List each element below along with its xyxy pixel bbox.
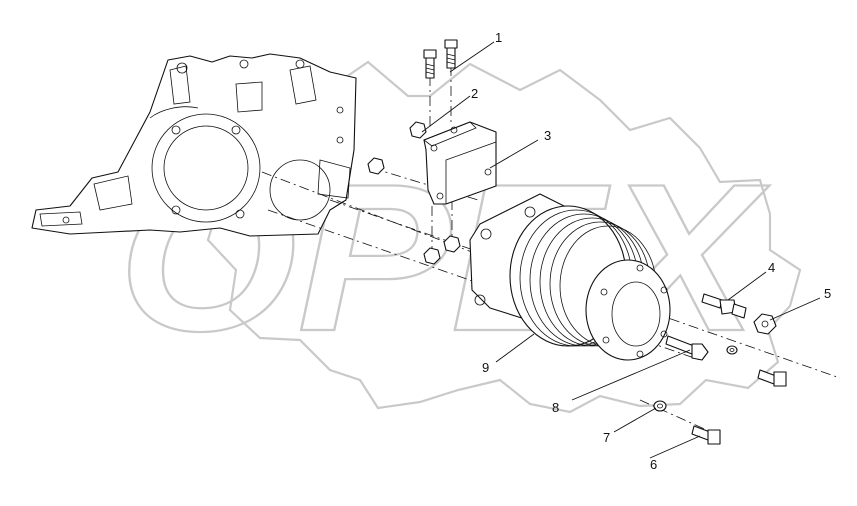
nut bbox=[367, 157, 385, 175]
bolt bbox=[423, 49, 437, 79]
nuts-2 bbox=[367, 121, 461, 265]
callout-3: 3 bbox=[544, 128, 551, 143]
nut bbox=[443, 235, 461, 253]
stud-4 bbox=[701, 293, 747, 319]
callout-8: 8 bbox=[552, 400, 559, 415]
bolts-1 bbox=[423, 39, 458, 79]
nut-5 bbox=[753, 313, 777, 335]
callout-6: 6 bbox=[650, 457, 657, 472]
bolt-8 bbox=[665, 335, 738, 361]
engine-housing bbox=[31, 53, 357, 237]
nut bbox=[423, 247, 441, 265]
watermark-gear bbox=[206, 60, 802, 414]
nut bbox=[409, 121, 427, 139]
callout-2: 2 bbox=[471, 86, 478, 101]
callout-7: 7 bbox=[603, 430, 610, 445]
leader-lines bbox=[421, 41, 821, 459]
bolt-6 bbox=[691, 425, 721, 445]
callout-1: 1 bbox=[495, 30, 502, 45]
callout-5: 5 bbox=[824, 286, 831, 301]
bracket-3 bbox=[423, 121, 497, 205]
callout-9: 9 bbox=[482, 360, 489, 375]
washer-7 bbox=[653, 400, 667, 412]
bolt-right bbox=[757, 369, 787, 387]
callout-4: 4 bbox=[768, 260, 775, 275]
callout-labels: 1 2 3 4 5 6 7 8 9 bbox=[471, 30, 831, 472]
bolt bbox=[444, 39, 458, 69]
pulley-assembly-9 bbox=[469, 193, 671, 361]
